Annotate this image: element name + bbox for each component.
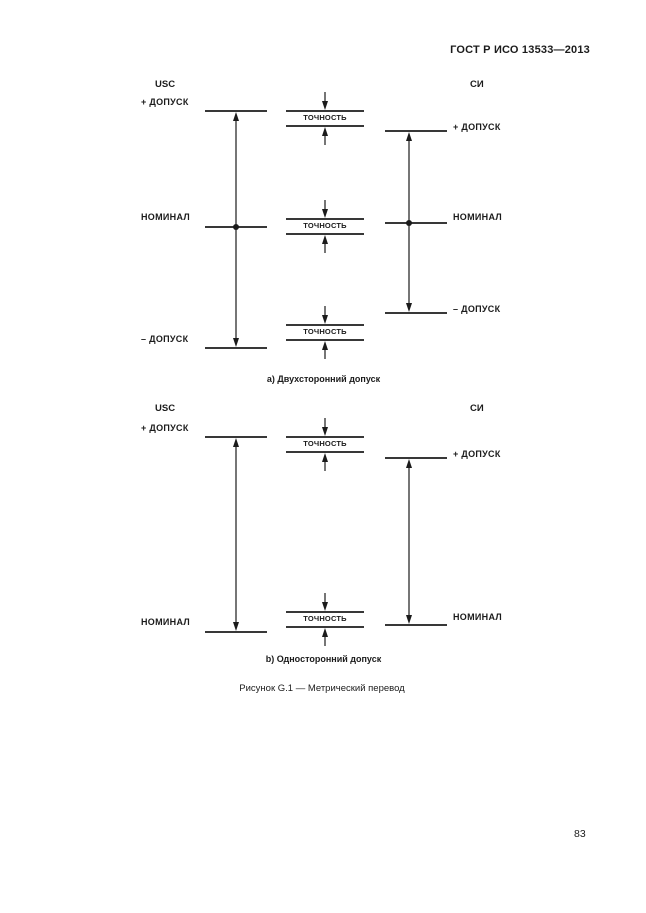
system-label-usc: USC bbox=[155, 79, 176, 90]
system-label-si: СИ bbox=[470, 79, 484, 90]
usc-nominal-label: НОМИНАЛ bbox=[141, 617, 190, 627]
diagram-b-accuracy-band-bottom bbox=[286, 593, 364, 646]
arrowhead-down-icon bbox=[322, 101, 328, 110]
diagram-b-usc-column bbox=[205, 436, 267, 633]
arrowhead-up-icon bbox=[322, 628, 328, 637]
usc-plus-tolerance-label: + ДОПУСК bbox=[141, 423, 189, 433]
arrowhead-down-icon bbox=[322, 315, 328, 324]
diagram-b-caption: b) Односторонний допуск bbox=[265, 654, 382, 664]
arrowhead-down-icon bbox=[322, 427, 328, 436]
arrowhead-down-icon bbox=[233, 338, 239, 347]
arrowhead-up-icon bbox=[322, 235, 328, 244]
accuracy-label: ТОЧНОСТЬ bbox=[303, 439, 347, 448]
system-label-si: СИ bbox=[470, 403, 484, 414]
accuracy-label: ТОЧНОСТЬ bbox=[303, 221, 347, 230]
arrowhead-up-icon bbox=[322, 453, 328, 462]
diagram-a-accuracy-band-top bbox=[286, 92, 364, 145]
accuracy-label: ТОЧНОСТЬ bbox=[303, 327, 347, 336]
document-header-title: ГОСТ Р ИСО 13533—2013 bbox=[450, 44, 590, 56]
accuracy-label: ТОЧНОСТЬ bbox=[303, 614, 347, 623]
si-nominal-label: НОМИНАЛ bbox=[453, 612, 502, 622]
diagram-b-accuracy-band-top bbox=[286, 418, 364, 471]
page-number: 83 bbox=[574, 828, 586, 840]
arrowhead-down-icon bbox=[406, 303, 412, 312]
arrowhead-up-icon bbox=[322, 127, 328, 136]
diagram-a-si-column bbox=[385, 130, 447, 314]
arrowhead-up-icon bbox=[233, 438, 239, 447]
arrowhead-up-icon bbox=[406, 132, 412, 141]
arrowhead-up-icon bbox=[322, 341, 328, 350]
usc-minus-tolerance-label: – ДОПУСК bbox=[141, 334, 189, 344]
arrowhead-down-icon bbox=[322, 209, 328, 218]
nominal-point-marker bbox=[406, 220, 412, 226]
usc-nominal-label: НОМИНАЛ bbox=[141, 212, 190, 222]
arrowhead-up-icon bbox=[233, 112, 239, 121]
si-plus-tolerance-label: + ДОПУСК bbox=[453, 122, 501, 132]
accuracy-label: ТОЧНОСТЬ bbox=[303, 113, 347, 122]
arrowhead-down-icon bbox=[406, 615, 412, 624]
diagram-a-accuracy-band-bottom bbox=[286, 306, 364, 359]
system-label-usc: USC bbox=[155, 403, 176, 414]
si-plus-tolerance-label: + ДОПУСК bbox=[453, 449, 501, 459]
si-minus-tolerance-label: – ДОПУСК bbox=[453, 304, 501, 314]
diagram-a-accuracy-band-middle bbox=[286, 200, 364, 253]
nominal-point-marker bbox=[233, 224, 239, 230]
diagram-a-caption: а) Двухсторонний допуск bbox=[266, 374, 381, 384]
diagram-b-si-column bbox=[385, 457, 447, 626]
arrowhead-up-icon bbox=[406, 459, 412, 468]
arrowhead-down-icon bbox=[322, 602, 328, 611]
usc-plus-tolerance-label: + ДОПУСК bbox=[141, 97, 189, 107]
si-nominal-label: НОМИНАЛ bbox=[453, 212, 502, 222]
figure-caption: Рисунок G.1 — Метрический перевод bbox=[239, 683, 405, 694]
arrowhead-down-icon bbox=[233, 622, 239, 631]
diagram-a-usc-column bbox=[205, 110, 267, 349]
